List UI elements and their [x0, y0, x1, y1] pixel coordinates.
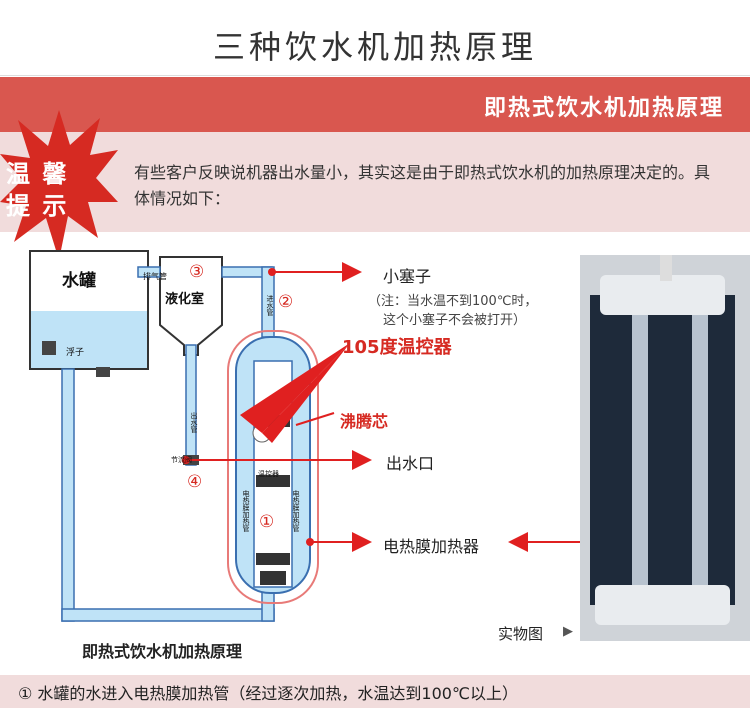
photo-label: 实物图 [498, 625, 544, 643]
step-3-marker: ③ [189, 262, 205, 282]
step-4-marker: ④ [187, 472, 203, 492]
outlet-dot-icon [182, 456, 190, 464]
thermostat-pointer-icon [262, 343, 350, 443]
water-tank [29, 250, 149, 377]
heating-diagram [29, 250, 580, 622]
warm-tip-burst-icon [0, 110, 118, 260]
tank-label: 水罐 [62, 271, 96, 291]
diagram-caption: 即热式饮水机加热原理 [82, 642, 243, 661]
inlet-tube-label: 进水管 [266, 295, 274, 316]
title-divider [0, 75, 750, 76]
heater-small-label-left: 电热膜加热管 [242, 490, 250, 532]
heater-dot-icon [306, 538, 314, 546]
thermo-small-label: 温控器 [258, 470, 279, 478]
tip-band [0, 132, 750, 232]
section-heading: 即热式饮水机加热原理 [483, 96, 724, 121]
heater-tube [227, 330, 319, 604]
warm-tip-badge: 温 馨 提 示 [6, 158, 76, 222]
annotation-arrows [186, 262, 580, 552]
footer-band [0, 675, 750, 708]
step-2-marker: ② [278, 292, 294, 312]
heater-photo-illustration [590, 255, 735, 625]
thermostat-label: 105度温控器 [342, 337, 452, 358]
page-title: 三种饮水机加热原理 [212, 28, 537, 66]
tip-text: 有些客户反映说机器出水量小，其实这是由于即热式饮水机的加热原理决定的。具体情况如… [134, 163, 711, 208]
liquefy-label: 液化室 [165, 292, 205, 307]
plug-note-line2: 这个小塞子不会被打开） [383, 313, 527, 328]
plug-label: 小塞子 [383, 267, 432, 286]
plug-dot-icon [268, 268, 276, 276]
heater-label: 电热膜加热器 [383, 537, 480, 556]
outlet-tube-label: 出水管 [190, 412, 198, 433]
product-photo [580, 255, 750, 641]
photo-arrow-icon: ▶ [563, 624, 573, 639]
warm-tip-line1: 温 馨 [6, 159, 69, 188]
heater-small-label-right: 电热膜加热管 [292, 490, 300, 532]
section-banner: 即热式饮水机加热原理 [0, 77, 750, 132]
step-1-marker: ① [259, 512, 275, 532]
exhaust-label: 排气管 [143, 272, 167, 281]
plug-note-line1: （注：当水温不到100℃时， [368, 294, 538, 309]
thermostat-pointer-tail-icon [240, 343, 350, 433]
footer-step-1: ① 水罐的水进入电热膜加热管（经过逐次加热，水温达到100℃以上） [18, 684, 518, 703]
float-label: 浮子 [66, 348, 85, 358]
warm-tip-line2: 提 示 [6, 191, 69, 220]
boiling-core-label: 沸腾芯 [340, 412, 389, 431]
throttle-label: 节流阀 [171, 456, 192, 464]
outlet-label: 出水口 [386, 454, 435, 473]
water-pipe [61, 266, 275, 622]
